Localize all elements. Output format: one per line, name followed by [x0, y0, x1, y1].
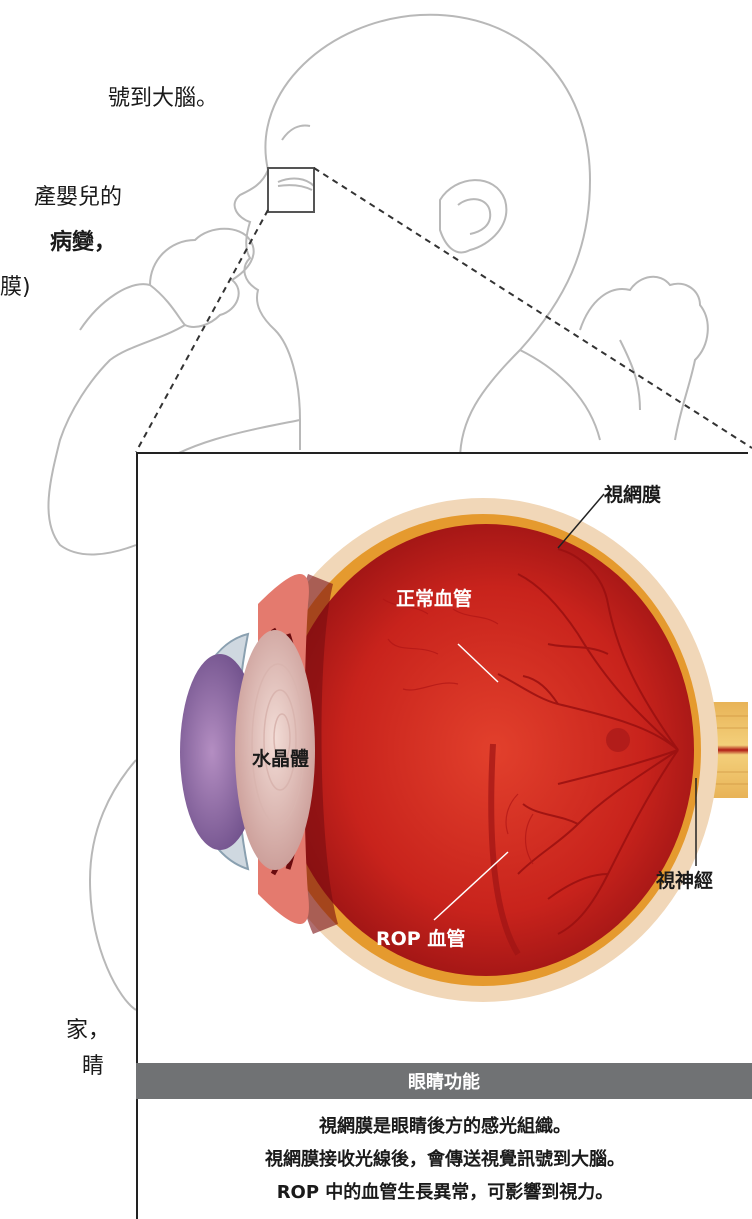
- cut-text-5: 家，: [66, 1014, 110, 1048]
- eye-function-title: 眼睛功能: [136, 1063, 752, 1099]
- cut-text-2: 產嬰兒的: [34, 181, 122, 215]
- cut-text-6: 睛: [82, 1050, 104, 1084]
- function-line: ROP 中的血管生長異常，可影響到視力。: [277, 1176, 614, 1209]
- label-normal-vessels: 正常血管: [396, 584, 472, 611]
- label-rop-vessels: ROP 血管: [376, 924, 465, 951]
- function-line: 視網膜接收光線後，會傳送視覺訊號到大腦。: [265, 1143, 625, 1176]
- label-retina: 視網膜: [604, 480, 661, 507]
- cut-text-4: 膜): [0, 271, 31, 305]
- eye-function-text: 視網膜是眼睛後方的感光組織。 視網膜接收光線後，會傳送視覺訊號到大腦。 ROP …: [136, 1099, 752, 1219]
- label-optic-nerve: 視神經: [656, 866, 713, 893]
- function-line: 視網膜是眼睛後方的感光組織。: [319, 1110, 571, 1143]
- label-lens: 水晶體: [252, 744, 309, 771]
- cut-text-3: 病變，: [50, 226, 116, 260]
- cut-text-1: 號到大腦。: [108, 82, 218, 116]
